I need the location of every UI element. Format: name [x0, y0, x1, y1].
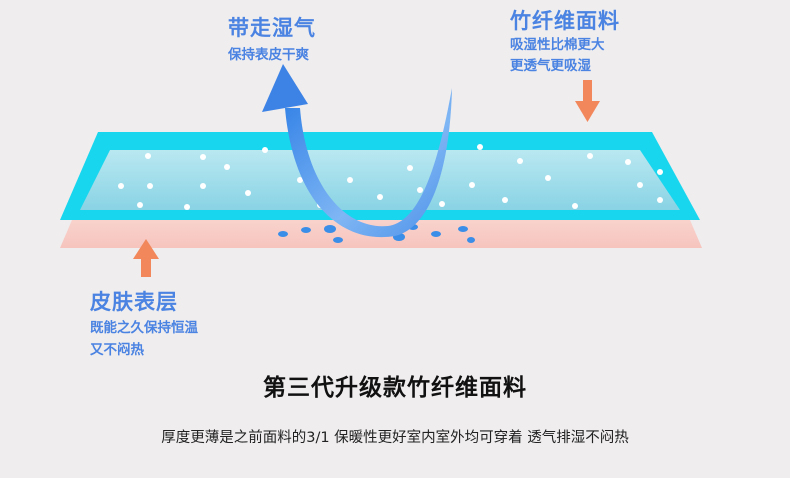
fabric-layer-inner — [80, 150, 680, 210]
fabric-desc-2: 更透气更吸湿 — [510, 58, 591, 74]
headline: 第三代升级款竹纤维面料 — [263, 375, 527, 401]
fabric-dots — [118, 144, 663, 210]
fabric-title: 竹纤维面料 — [510, 9, 620, 33]
tagline: 厚度更薄是之前面料的3/1 保暖性更好室内室外均可穿着 透气排湿不闷热 — [161, 430, 629, 446]
moisture-title: 带走湿气 — [228, 16, 316, 40]
moisture-arrow — [285, 88, 452, 238]
fabric-desc-1: 吸湿性比棉更大 — [510, 37, 605, 53]
moisture-desc: 保持表皮干爽 — [228, 47, 309, 63]
skin-desc-2: 又不闷热 — [90, 342, 144, 358]
up-arrow-icon — [133, 239, 159, 277]
moisture-arrow-head — [262, 64, 308, 112]
down-arrow-icon — [575, 80, 600, 122]
skin-desc-1: 既能之久保持恒温 — [90, 320, 198, 336]
skin-title: 皮肤表层 — [90, 290, 178, 314]
